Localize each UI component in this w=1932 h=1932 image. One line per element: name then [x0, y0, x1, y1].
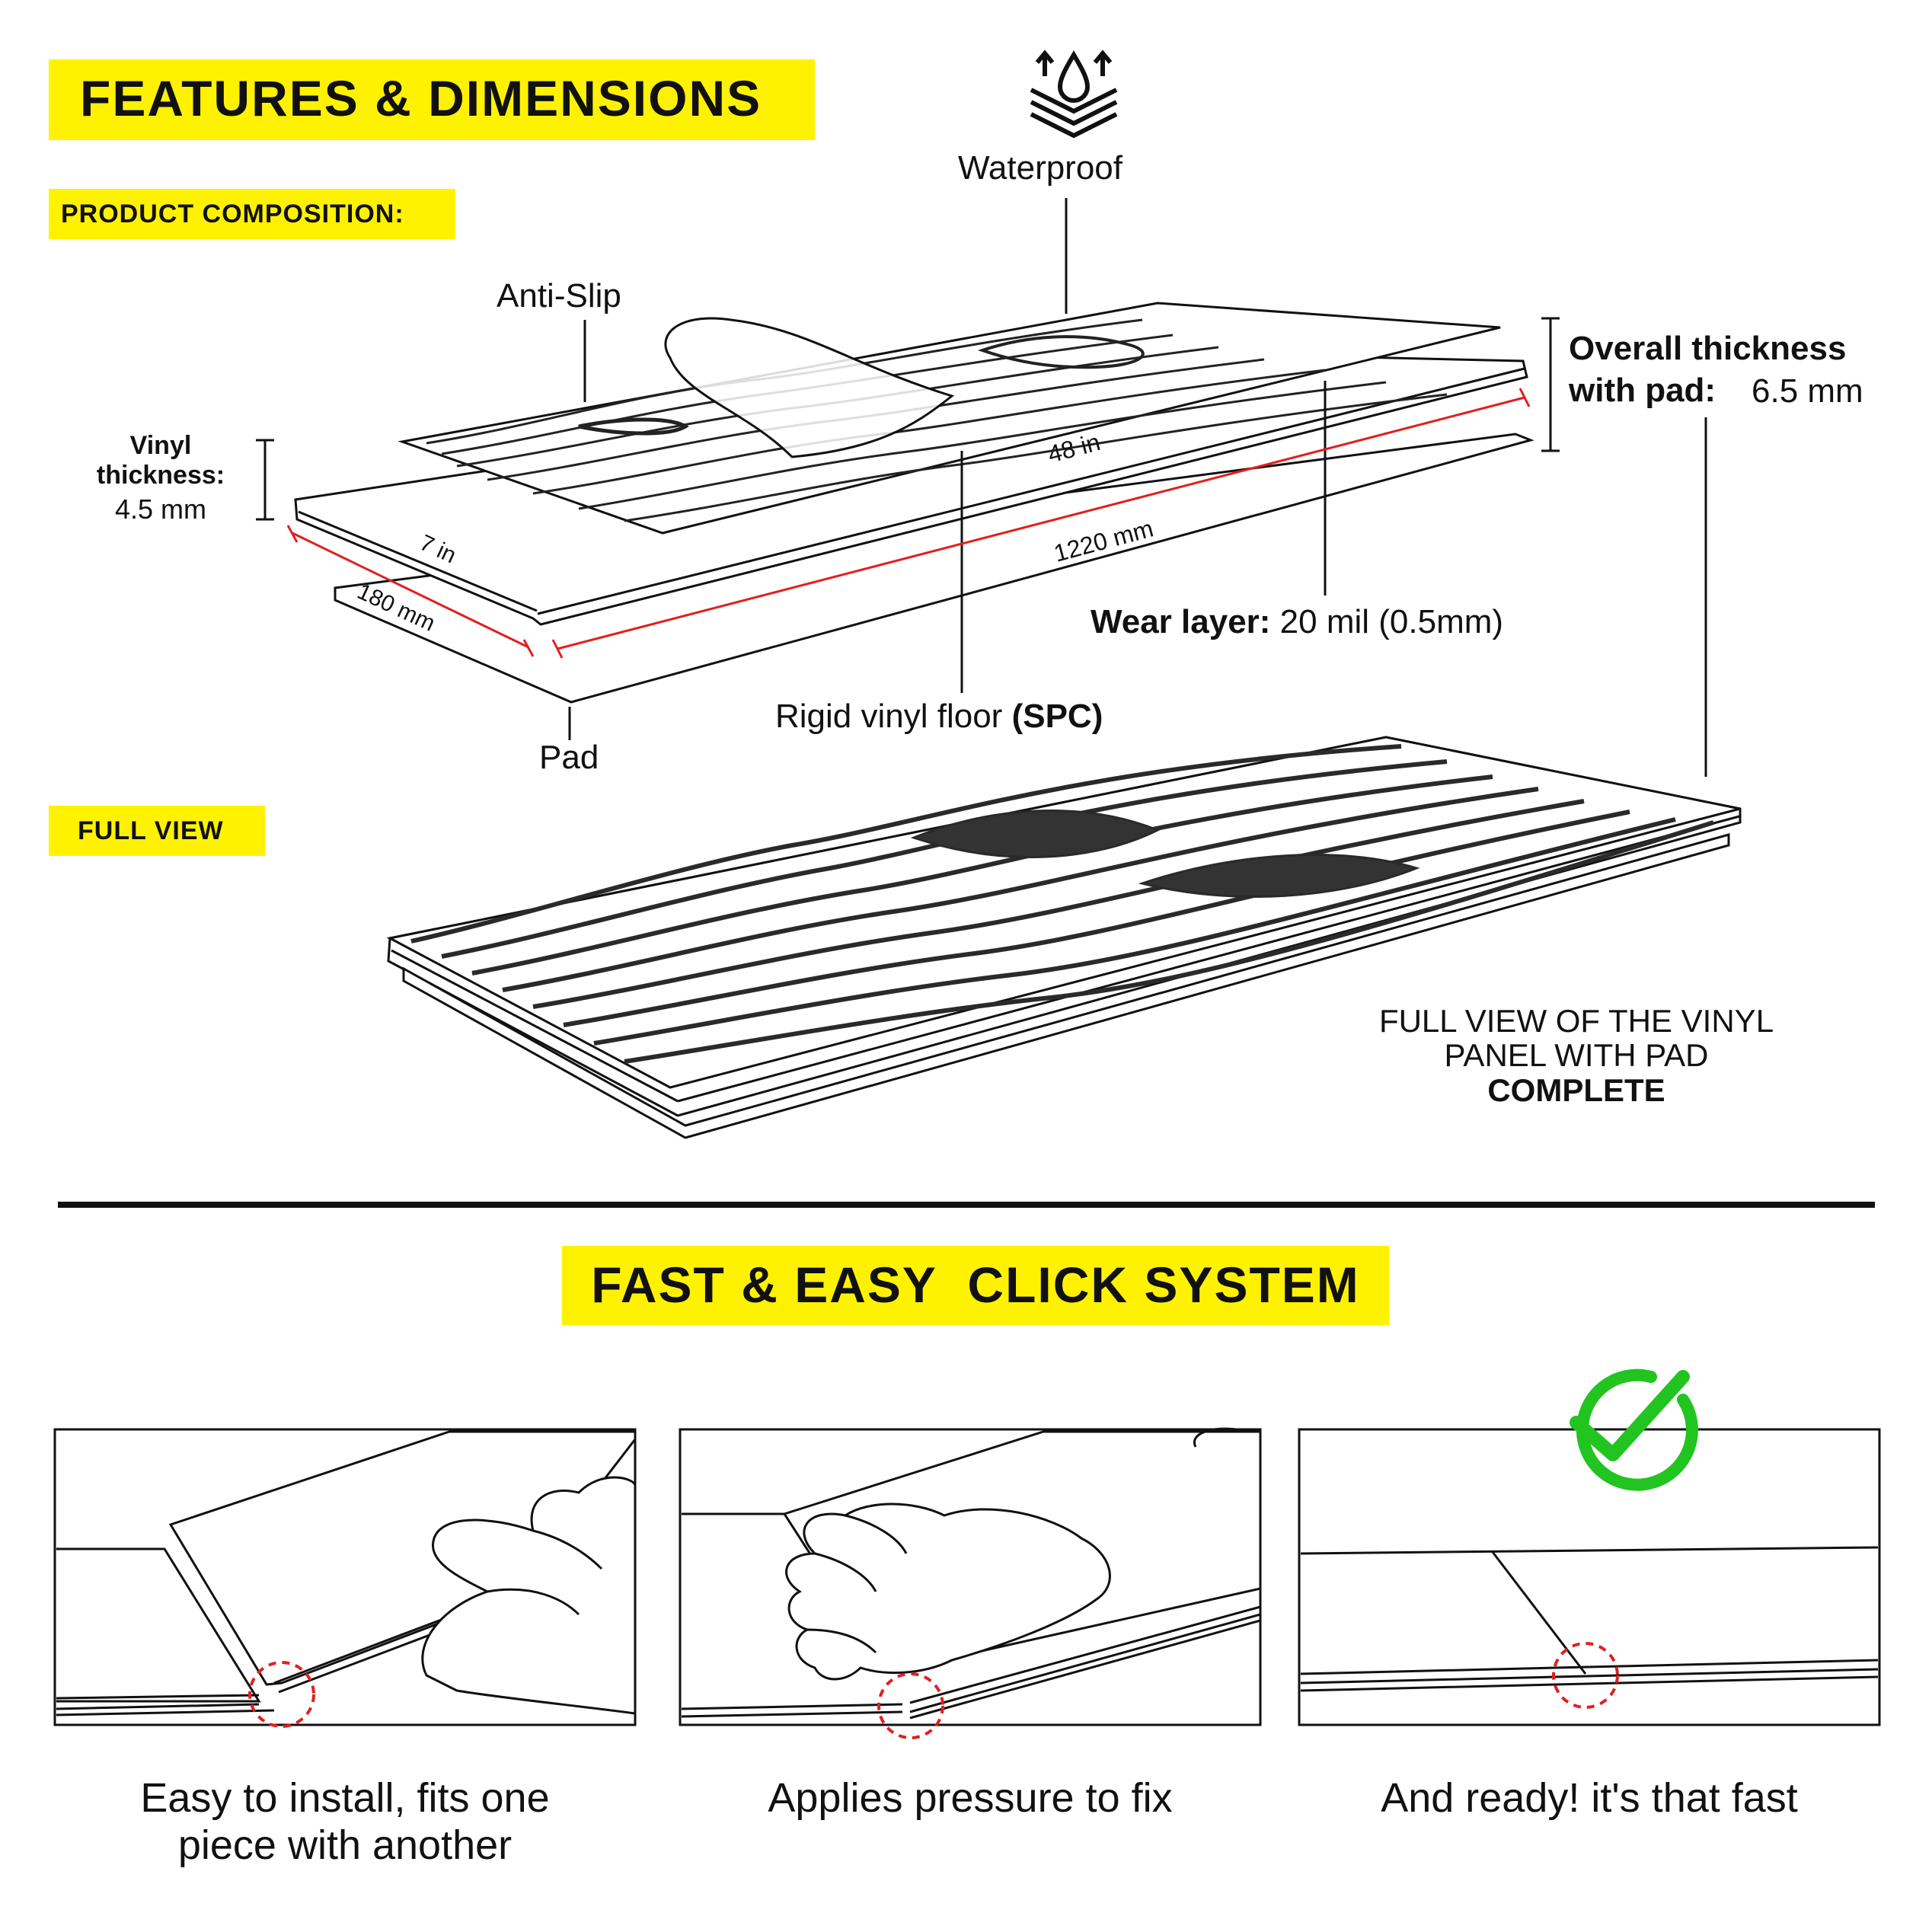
step1-illustration	[56, 1430, 637, 1716]
click-title-highlight	[562, 1246, 1389, 1325]
waterproof-label: Waterproof	[958, 149, 1123, 187]
rigid-floor: Rigid vinyl floor (SPC)	[775, 698, 1103, 736]
exploded-layers-diagram	[294, 302, 1534, 704]
overall-thickness-label: Overall thickness with pad:	[1569, 330, 1847, 409]
waterproof-icon	[1030, 49, 1118, 139]
step1-caption-line2: piece with another	[177, 1822, 513, 1869]
step3-illustration	[1300, 1546, 1879, 1692]
composition-highlight	[49, 189, 455, 239]
step3-caption: And ready! it's that fast	[1381, 1775, 1798, 1821]
full-view-highlight	[49, 806, 265, 856]
wood-grain-full	[410, 744, 1714, 1064]
wear-layer-value: 20 mil (0.5mm)	[1279, 603, 1504, 640]
peel-film	[664, 317, 955, 458]
vinyl-thickness-label: Vinyl thickness:	[96, 431, 225, 490]
title-highlight	[49, 59, 815, 140]
connection-circle-2	[877, 1672, 944, 1739]
wood-film-layer	[398, 302, 1501, 535]
anti-slip-label: Anti-Slip	[497, 277, 621, 315]
composition-label: PRODUCT COMPOSITION:	[61, 200, 404, 228]
wear-layer-label: Wear layer:	[1091, 603, 1271, 640]
full-view-caption: FULL VIEW OF THE VINYL PANEL WITH PAD CO…	[1295, 1004, 1858, 1107]
step2-caption: Applies pressure to fix	[768, 1775, 1173, 1821]
overall-thickness: Overall thickness with pad: 6.5 mm	[1569, 327, 1896, 411]
pad-layer	[334, 433, 1534, 704]
leader-lines	[256, 198, 1707, 777]
full-view-caption-line1: FULL VIEW OF THE VINYL	[1378, 1003, 1774, 1039]
dimension-lines	[286, 388, 1531, 659]
vinyl-thickness-value: 4.5 mm	[114, 493, 207, 525]
connection-circle-3	[1552, 1642, 1619, 1709]
section-divider	[58, 1202, 1875, 1208]
wear-layer: Wear layer: 20 mil (0.5mm)	[1091, 603, 1503, 642]
full-view-label: FULL VIEW	[78, 816, 224, 845]
step1-caption-line1: Easy to install, fits one	[140, 1775, 550, 1821]
page-title: FEATURES & DIMENSIONS	[80, 70, 762, 126]
checkmark-icon	[1570, 1368, 1698, 1491]
rigid-floor-bold: (SPC)	[1011, 698, 1103, 735]
pad-label: Pad	[539, 739, 599, 776]
full-view-caption-bold: COMPLETE	[1487, 1071, 1665, 1108]
connection-highlights	[248, 1642, 1619, 1739]
click-system-title: FAST & EASY CLICK SYSTEM	[591, 1257, 1360, 1313]
step2-illustration	[681, 1427, 1262, 1720]
overall-thickness-value: 6.5 mm	[1752, 372, 1863, 410]
step1-caption: Easy to install, fits one piece with ano…	[55, 1774, 635, 1869]
rigid-floor-label: Rigid vinyl floor	[775, 698, 1003, 735]
full-view-caption-line2: PANEL WITH PAD	[1444, 1037, 1709, 1074]
connection-circle-1	[248, 1661, 315, 1728]
